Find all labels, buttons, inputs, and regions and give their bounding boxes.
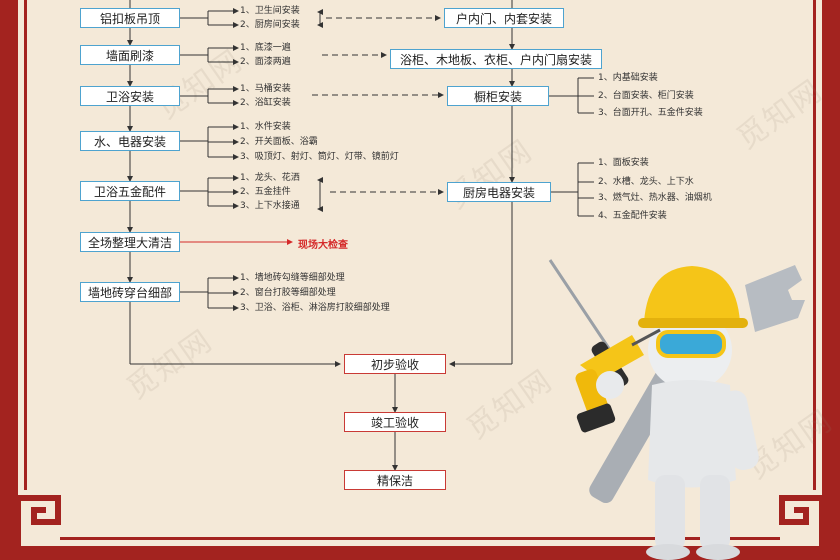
step-detail-text: 3、台面开孔、五金件安装	[598, 108, 703, 119]
construction-worker-illustration	[540, 240, 820, 560]
right-step-box: 户内门、内套安装	[444, 8, 564, 28]
left-step-box: 水、电器安装	[80, 131, 180, 151]
left-step-box: 墙面刷漆	[80, 45, 180, 65]
left-step-box: 墙地砖穿台细部	[80, 282, 180, 302]
step-detail-text: 2、五金挂件	[240, 187, 291, 198]
step-detail-text: 4、五金配件安装	[598, 211, 667, 222]
left-step-box: 卫浴五金配件	[80, 181, 180, 201]
right-step-box: 橱柜安装	[447, 86, 549, 106]
step-detail-text: 2、厨房间安装	[240, 20, 300, 31]
step-detail-text: 3、卫浴、浴柜、淋浴房打胶细部处理	[240, 303, 390, 314]
step-detail-text: 1、底漆一遍	[240, 43, 291, 54]
step-detail-text: 2、开关面板、浴霸	[240, 137, 318, 148]
left-step-box: 全场整理大清洁	[80, 232, 180, 252]
callout-label: 现场大检查	[298, 236, 348, 251]
left-step-box: 卫浴安装	[80, 86, 180, 106]
step-detail-text: 1、水件安装	[240, 122, 291, 133]
step-detail-text: 1、马桶安装	[240, 84, 291, 95]
step-detail-text: 2、窗台打胶等细部处理	[240, 288, 336, 299]
step-detail-text: 3、上下水接通	[240, 201, 300, 212]
step-detail-text: 1、墙地砖勾缝等细部处理	[240, 273, 345, 284]
left-step-box: 铝扣板吊顶	[80, 8, 180, 28]
final-step-box: 竣工验收	[344, 412, 446, 432]
step-detail-text: 1、内基础安装	[598, 73, 658, 84]
final-step-box: 精保洁	[344, 470, 446, 490]
step-detail-text: 1、卫生间安装	[240, 6, 300, 17]
right-step-box: 厨房电器安装	[447, 182, 551, 202]
step-detail-text: 3、吸顶灯、射灯、筒灯、灯带、镜前灯	[240, 152, 399, 163]
final-step-box: 初步验收	[344, 354, 446, 374]
step-detail-text: 2、水槽、龙头、上下水	[598, 177, 694, 188]
right-step-box: 浴柜、木地板、衣柜、户内门扇安装	[390, 49, 602, 69]
step-detail-text: 3、燃气灶、热水器、油烟机	[598, 193, 712, 204]
step-detail-text: 1、龙头、花洒	[240, 173, 300, 184]
step-detail-text: 1、面板安装	[598, 158, 649, 169]
step-detail-text: 2、台面安装、柜门安装	[598, 91, 694, 102]
step-detail-text: 2、面漆两遍	[240, 57, 291, 68]
step-detail-text: 2、浴缸安装	[240, 98, 291, 109]
